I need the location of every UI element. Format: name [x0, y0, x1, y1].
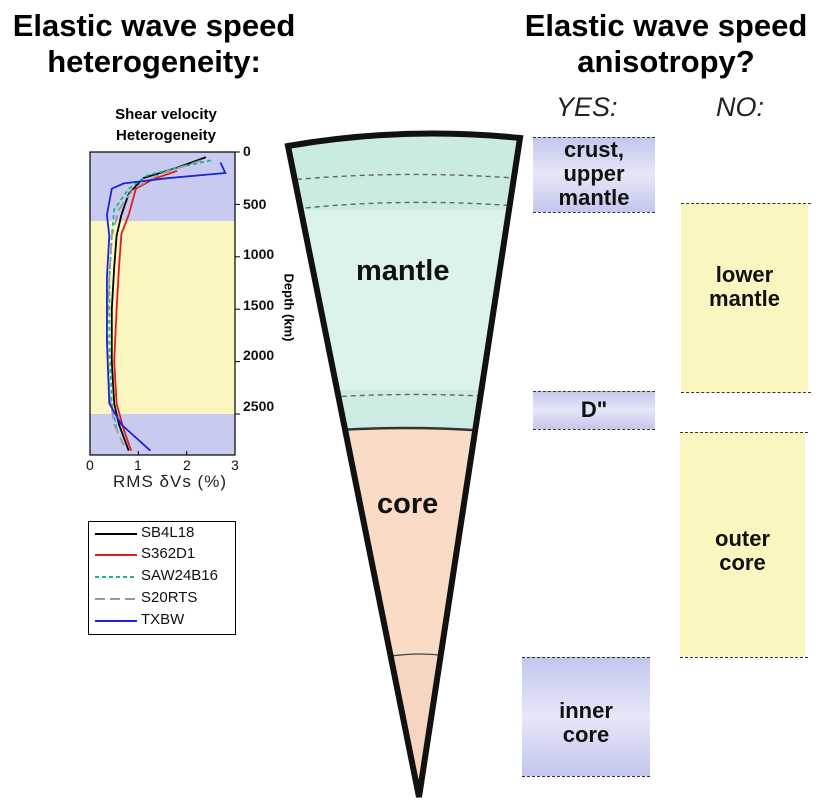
legend-line-icon: [95, 620, 137, 622]
legend-item: S20RTS: [89, 588, 235, 608]
dashed-line: [533, 137, 655, 138]
x-tick-0: 0: [86, 457, 94, 473]
legend-item: SB4L18: [89, 523, 235, 543]
transition-zone-boundary: [288, 201, 520, 213]
yes-region-inner-core: inner core: [522, 657, 650, 776]
depth-band: [90, 152, 235, 222]
dashed-line: [680, 432, 808, 433]
plot-frame: [89, 151, 236, 456]
legend-label: SB4L18: [141, 524, 195, 541]
legend-line-icon: [95, 598, 137, 600]
region-line: inner: [559, 698, 613, 723]
yes-label: YES:: [556, 92, 618, 122]
region-line: core: [719, 550, 766, 575]
core-fill: [288, 428, 520, 797]
plot-title-line1: Shear velocity: [115, 106, 217, 123]
region-line: D": [580, 397, 608, 422]
yes-region-crust-upper-mantle: crust, upper mantle: [533, 137, 655, 212]
legend-item: SAW24B16: [89, 566, 235, 586]
heterogeneity-chart: [89, 151, 240, 456]
depth-band: [90, 414, 235, 455]
left-title-line2: heterogeneity:: [47, 44, 261, 79]
depth-band: [90, 221, 235, 415]
dashed-line: [533, 212, 655, 213]
region-line: upper: [563, 161, 625, 186]
legend: SB4L18 S362D1 SAW24B16 S20RTS TXBW: [88, 521, 236, 635]
layer-boundary-dashed: [288, 173, 520, 183]
y-tick-2500: 2500: [243, 398, 275, 414]
series-line-saw24b16: [108, 159, 211, 430]
legend-item: TXBW: [89, 610, 235, 630]
series-line-sb4l18: [110, 156, 207, 452]
dashed-line: [522, 657, 650, 658]
series-line-s362d1: [113, 170, 178, 451]
dashed-line: [522, 776, 650, 777]
x-tick-2: 2: [183, 457, 191, 473]
left-title: Elastic wave speed heterogeneity:: [0, 8, 308, 80]
region-line: lower: [715, 262, 774, 287]
series-line-txbw: [105, 162, 227, 452]
region-line: outer: [715, 526, 770, 551]
left-title-line1: Elastic wave speed: [12, 8, 296, 43]
legend-label: TXBW: [141, 611, 185, 628]
no-region-lower-mantle: lower mantle: [681, 203, 808, 392]
dashed-line: [533, 391, 655, 392]
legend-label: SAW24B16: [141, 567, 218, 584]
no-label: NO:: [716, 92, 765, 122]
y-tick-0: 0: [243, 143, 251, 159]
yes-region-dpp: D": [533, 391, 655, 429]
no-region-outer-core: outer core: [680, 432, 805, 657]
x-tick-3: 3: [231, 457, 239, 473]
region-line: crust,: [564, 137, 624, 162]
mantle-label: mantle: [356, 255, 450, 287]
legend-item: S362D1: [89, 544, 235, 564]
y-tick-1000: 1000: [243, 246, 275, 262]
dashed-line: [680, 657, 808, 658]
legend-label: S20RTS: [141, 589, 198, 606]
legend-line-icon: [95, 533, 137, 535]
right-title-line2: anisotropy?: [577, 44, 755, 79]
right-title: Elastic wave speed anisotropy?: [512, 8, 820, 80]
region-line: core: [562, 722, 610, 747]
legend-label: S362D1: [141, 545, 196, 562]
legend-line-icon: [95, 554, 137, 556]
region-line: mantle: [709, 286, 780, 311]
plot-title: Shear velocity Heterogeneity: [80, 104, 252, 146]
y-tick-500: 500: [243, 196, 267, 212]
legend-line-icon: [95, 576, 137, 578]
core-label: core: [377, 488, 439, 520]
earth-wedge: [284, 130, 524, 798]
dashed-line: [533, 429, 655, 430]
plot-title-line2: Heterogeneity: [115, 127, 217, 144]
dashed-line: [681, 392, 811, 393]
wedge-outline: [284, 130, 524, 798]
right-title-line1: Elastic wave speed: [524, 8, 808, 43]
lithosphere-fill: [288, 133, 520, 210]
x-axis-label: RMS δVs (%): [113, 472, 227, 491]
y-tick-2000: 2000: [243, 347, 275, 363]
x-tick-1: 1: [134, 457, 142, 473]
region-line: mantle: [558, 185, 630, 210]
dashed-line: [681, 203, 811, 204]
y-tick-1500: 1500: [243, 297, 275, 313]
